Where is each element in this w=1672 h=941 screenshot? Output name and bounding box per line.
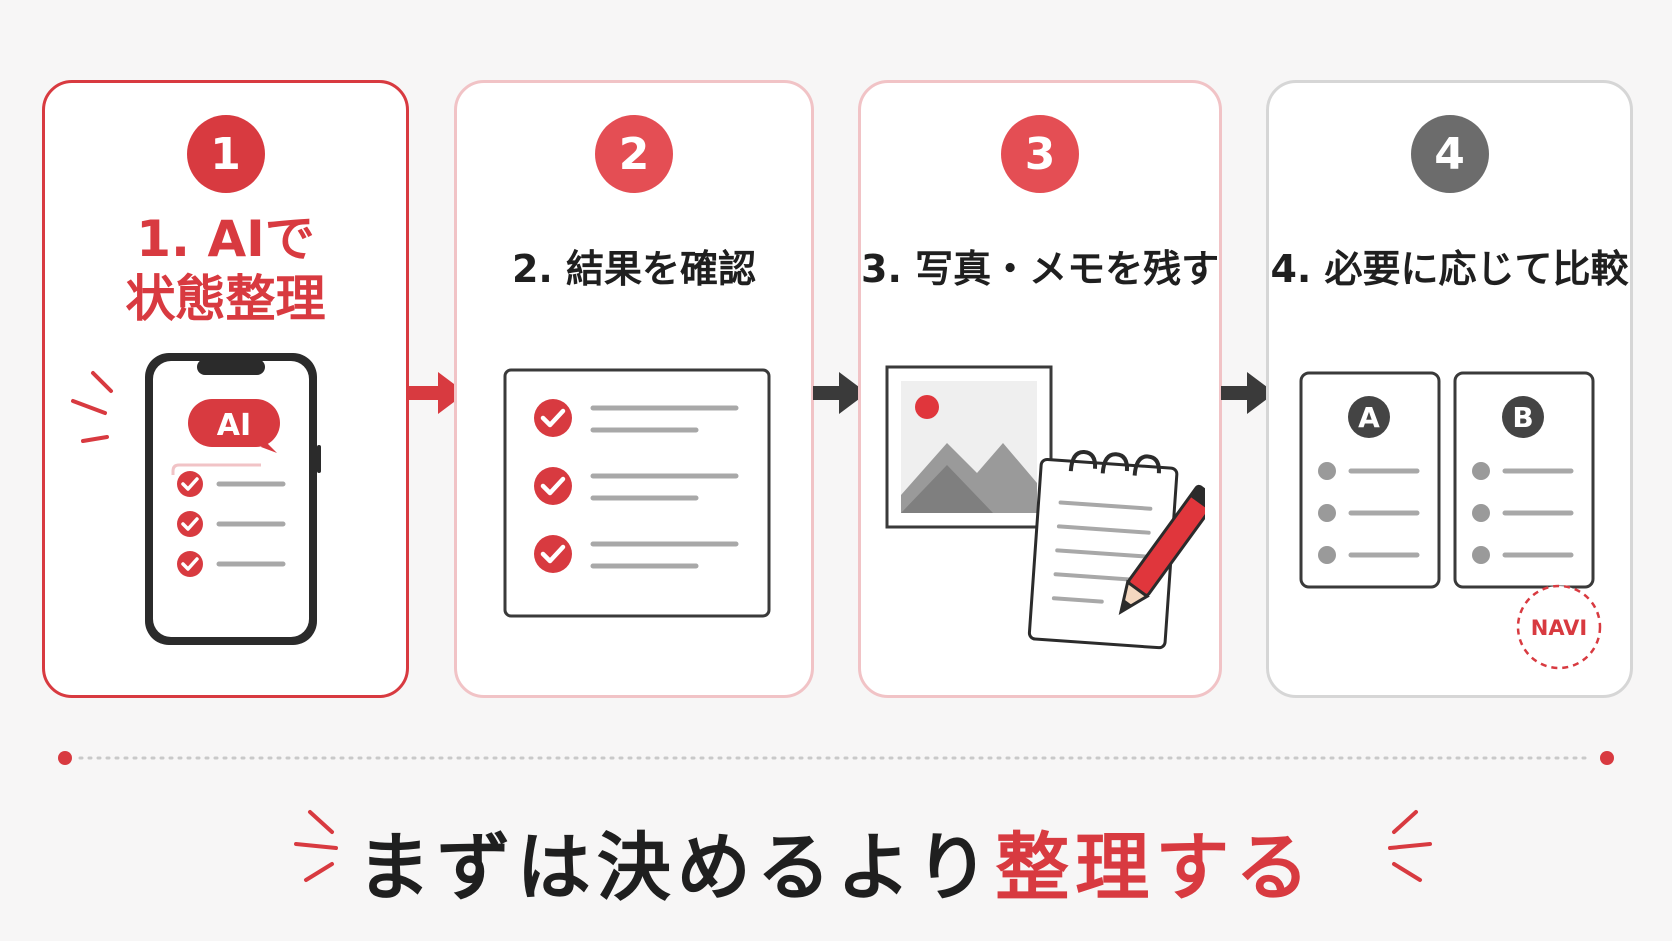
arrow-right-icon: [813, 372, 867, 414]
step-title-line-2: 状態整理: [125, 270, 326, 328]
tagline-highlight: 整理する: [995, 825, 1316, 911]
spark-left-icon: [294, 810, 338, 882]
ai-bubble-label: AI: [217, 408, 251, 443]
tagline: まずは決めるより整理する: [0, 808, 1672, 915]
checklist-icon: [503, 368, 771, 618]
option-b-label: B: [1512, 401, 1533, 434]
navi-stamp: NAVI: [1531, 616, 1587, 640]
step-card-2: 2 2. 結果を確認: [454, 80, 814, 698]
dotted-divider: [58, 751, 1614, 765]
step-card-1: 1 1. AIで 状態整理 AI: [42, 80, 409, 698]
smartphone-ai-icon: AI: [71, 353, 321, 645]
arrow-right-icon: [1221, 372, 1275, 414]
step-title: 3. 写真・メモを残す: [861, 247, 1220, 291]
step-number-badge: 4: [1410, 115, 1489, 193]
arrow-right-icon: [408, 372, 466, 414]
step-number-badge: 3: [1001, 115, 1079, 193]
photo-and-notepad-icon: [885, 365, 1205, 650]
step-number-badge: 2: [595, 115, 673, 193]
step-card-3: 3 3. 写真・メモを残す: [858, 80, 1222, 698]
step-title: 2. 結果を確認: [511, 247, 757, 291]
step-title: 1. AIで 状態整理: [45, 209, 406, 329]
spark-right-icon: [1388, 810, 1432, 882]
option-a-label: A: [1358, 401, 1380, 434]
step-card-4: 4 4. 必要に応じて比較 A B NAVI: [1266, 80, 1633, 698]
step-title: 4. 必要に応じて比較: [1270, 247, 1629, 291]
tagline-plain: まずは決めるより: [356, 825, 996, 911]
step-title-line-1: 1. AIで: [136, 210, 315, 268]
compare-options-icon: A B NAVI: [1299, 371, 1602, 670]
step-number-badge: 1: [186, 115, 265, 193]
